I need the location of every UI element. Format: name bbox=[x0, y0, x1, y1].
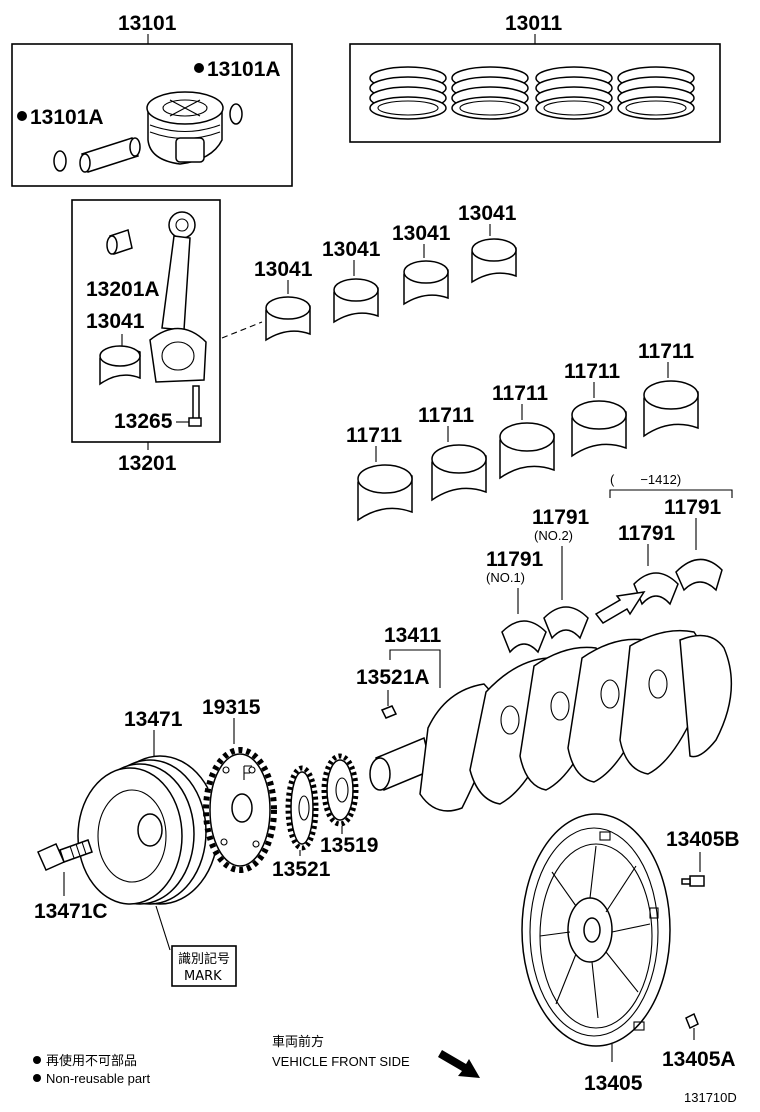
main-bearing-c bbox=[499, 422, 555, 480]
snap-ring bbox=[229, 103, 243, 125]
part-label-13265: 13265 bbox=[114, 410, 173, 433]
part-label-13041-inner: 13041 bbox=[86, 310, 145, 333]
piston-ring-box bbox=[349, 43, 721, 143]
main-bearing-d bbox=[571, 400, 627, 458]
part-label-11791-no2: 11791 bbox=[532, 506, 590, 529]
conrod-bearing-d bbox=[471, 238, 517, 284]
part-label-11711-e: 11711 bbox=[638, 340, 694, 363]
conrod-bearing-b bbox=[333, 278, 379, 324]
part-label-13405b: 13405B bbox=[666, 828, 740, 851]
part-label-13405a: 13405A bbox=[662, 1048, 736, 1071]
vehicle-front-arrow bbox=[438, 1050, 480, 1078]
legend-en: Non-reusable part bbox=[46, 1071, 150, 1086]
connecting-rod-box bbox=[71, 199, 221, 443]
ring-stack-2 bbox=[451, 66, 529, 120]
label-no1: (NO.1) bbox=[486, 570, 525, 585]
part-label-13011: 13011 bbox=[505, 12, 563, 35]
part-label-13201: 13201 bbox=[118, 452, 177, 475]
mark-box-en: MARK bbox=[184, 969, 222, 984]
part-label-11711-b: 11711 bbox=[418, 404, 474, 427]
part-label-13041-b: 13041 bbox=[322, 238, 381, 261]
non-reusable-marker bbox=[17, 111, 27, 121]
part-label-11711-d: 11711 bbox=[564, 360, 620, 383]
drive-plate bbox=[521, 813, 671, 1047]
piston-group-box bbox=[11, 43, 293, 187]
crankshaft bbox=[369, 629, 733, 812]
part-label-13101: 13101 bbox=[118, 12, 177, 35]
part-label-13201a: 13201A bbox=[86, 278, 160, 301]
conrod-bearing-inner bbox=[99, 345, 141, 386]
part-label-19315: 19315 bbox=[202, 696, 261, 719]
part-label-13471c: 13471C bbox=[34, 900, 108, 923]
label-no2: (NO.2) bbox=[534, 528, 573, 543]
part-label-13101a-left: 13101A bbox=[30, 106, 104, 129]
piston bbox=[146, 91, 224, 165]
part-label-13521: 13521 bbox=[272, 858, 331, 881]
part-label-11711-a: 11711 bbox=[346, 424, 402, 447]
piston-ring-set bbox=[369, 66, 695, 120]
part-label-13471: 13471 bbox=[124, 708, 183, 731]
ring-stack-3 bbox=[535, 66, 613, 120]
small-end-bushing bbox=[106, 229, 133, 255]
mark-box-jp: 識別記号 bbox=[178, 951, 230, 967]
thrust-washer-d bbox=[675, 558, 723, 592]
direction-label-en: VEHICLE FRONT SIDE bbox=[272, 1054, 410, 1069]
timing-rotor bbox=[203, 747, 277, 873]
piston-pin bbox=[79, 137, 141, 173]
legend-marker bbox=[33, 1056, 41, 1064]
thrust-washer-no1 bbox=[501, 620, 547, 654]
crank-key bbox=[380, 705, 398, 719]
main-bearing-a bbox=[357, 464, 413, 522]
figure-id: 131710D bbox=[684, 1090, 737, 1105]
crankshaft-timing-gear bbox=[285, 765, 319, 851]
snap-ring bbox=[53, 150, 67, 172]
conrod-bolt bbox=[188, 385, 202, 427]
legend-marker bbox=[33, 1074, 41, 1082]
direction-label-jp: 車両前方 bbox=[272, 1034, 324, 1050]
part-label-13521a: 13521A bbox=[356, 666, 430, 689]
part-label-11791-c: 11791 bbox=[618, 522, 676, 545]
thrust-washer-no2 bbox=[543, 606, 589, 640]
pulley-bolt bbox=[37, 839, 93, 871]
part-label-13041-a: 13041 bbox=[254, 258, 313, 281]
part-label-13405: 13405 bbox=[584, 1072, 643, 1095]
crankshaft-pulley bbox=[77, 755, 219, 905]
ring-stack-4 bbox=[617, 66, 695, 120]
part-label-11791-d: 11791 bbox=[664, 496, 722, 519]
connecting-rod bbox=[149, 211, 207, 383]
main-bearing-e bbox=[643, 380, 699, 438]
non-reusable-marker bbox=[194, 63, 204, 73]
part-label-13519: 13519 bbox=[320, 834, 378, 857]
main-bearing-b bbox=[431, 444, 487, 502]
legend-jp: 再使用不可部品 bbox=[46, 1053, 137, 1069]
part-label-13041-c: 13041 bbox=[392, 222, 451, 245]
drive-plate-bolt bbox=[681, 875, 705, 887]
ring-stack-1 bbox=[369, 66, 447, 120]
conrod-bearing-a bbox=[265, 296, 311, 342]
range-note: ( −1412) bbox=[610, 472, 681, 487]
mark-box bbox=[171, 945, 237, 987]
part-label-13411: 13411 bbox=[384, 624, 442, 647]
assembly-direction-arrow bbox=[594, 591, 646, 624]
part-label-13101a-right: 13101A bbox=[207, 58, 281, 81]
part-label-11711-c: 11711 bbox=[492, 382, 548, 405]
drive-plate-pin bbox=[685, 1012, 699, 1030]
part-label-13041-d: 13041 bbox=[458, 202, 517, 225]
oil-pump-drive-sprocket bbox=[321, 753, 359, 827]
thrust-washer-c bbox=[633, 572, 679, 606]
part-label-11791-no1: 11791 bbox=[486, 548, 544, 571]
conrod-bearing-c bbox=[403, 260, 449, 306]
